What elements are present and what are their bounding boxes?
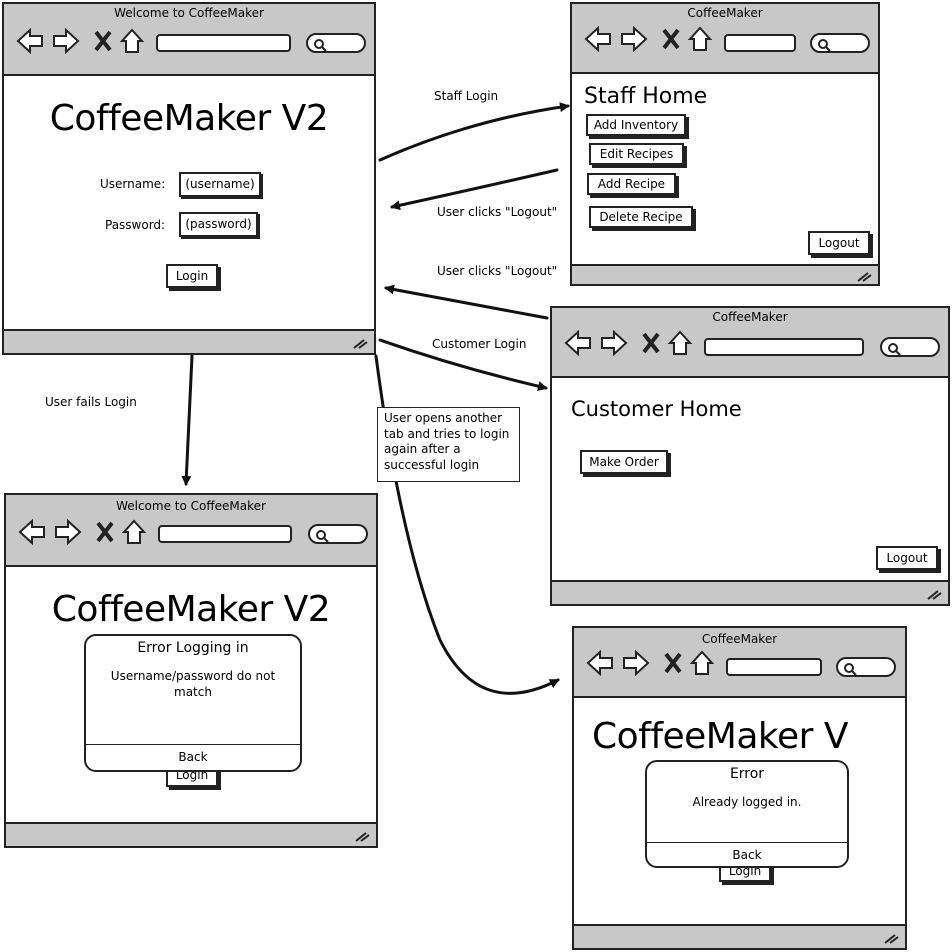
browser-toolbar: CoffeeMaker: [574, 628, 905, 698]
status-bar: [574, 924, 905, 948]
address-bar[interactable]: [724, 34, 796, 52]
staff-login-label: Staff Login: [434, 89, 499, 103]
search-box[interactable]: [880, 337, 940, 357]
resize-grip-icon[interactable]: [352, 336, 368, 350]
window-title: CoffeeMaker: [712, 310, 788, 324]
logout-from-staff-label: User clicks "Logout": [437, 205, 558, 219]
resize-grip-icon[interactable]: [354, 829, 370, 843]
status-bar: [4, 329, 374, 353]
password-label: Password:: [105, 218, 166, 232]
search-icon: [316, 530, 329, 543]
window-title: CoffeeMaker: [701, 632, 778, 646]
make-order-button[interactable]: Make Order: [580, 450, 668, 474]
back-button[interactable]: Back: [732, 848, 762, 862]
close-x-icon[interactable]: [96, 521, 114, 543]
search-box[interactable]: [308, 524, 368, 544]
back-arrow-icon[interactable]: [16, 27, 43, 55]
dialog-title: Error Logging in: [137, 640, 249, 656]
browser-toolbar: Welcome to CoffeeMaker: [4, 4, 374, 76]
dialog-title: Error: [729, 766, 765, 782]
arrow-staff-login: [378, 102, 570, 162]
close-x-icon[interactable]: [642, 332, 660, 354]
back-arrow-icon[interactable]: [18, 518, 45, 546]
customer-login-label: Customer Login: [432, 337, 527, 351]
forward-arrow-icon[interactable]: [53, 27, 80, 55]
search-icon: [888, 343, 901, 356]
customer-home-window: CoffeeMaker Customer Home Make Order Log…: [550, 306, 950, 606]
browser-toolbar: CoffeeMaker: [572, 4, 878, 74]
login-error-window: Welcome to CoffeeMaker CoffeeMaker V2 Lo…: [4, 493, 378, 848]
dialog-message: Already logged in.: [692, 795, 802, 809]
back-button[interactable]: Back: [178, 750, 208, 764]
resize-grip-icon[interactable]: [926, 587, 942, 601]
search-icon: [844, 663, 857, 676]
address-bar[interactable]: [156, 34, 291, 52]
fails-login-label: User fails Login: [45, 395, 137, 409]
arrow-fails-login: [181, 354, 194, 486]
status-bar: [552, 580, 948, 604]
forward-arrow-icon[interactable]: [623, 649, 650, 677]
browser-toolbar: CoffeeMaker: [552, 308, 948, 378]
forward-arrow-icon[interactable]: [601, 329, 628, 357]
username-field[interactable]: (username): [179, 172, 261, 197]
page-heading: CoffeeMaker V2: [51, 589, 331, 630]
logout-from-customer-label: User clicks "Logout": [437, 264, 558, 278]
login-window: Welcome to CoffeeMaker CoffeeMaker V2 Us…: [2, 2, 376, 355]
page-heading: Customer Home: [571, 397, 742, 421]
arrow-customer-login: [378, 338, 548, 392]
home-icon[interactable]: [689, 650, 715, 675]
resize-grip-icon[interactable]: [856, 269, 872, 283]
search-box[interactable]: [836, 657, 896, 677]
already-logged-in-window: CoffeeMaker CoffeeMaker V Login Error Al…: [572, 626, 907, 950]
add-inventory-button[interactable]: Add Inventory: [586, 114, 686, 136]
dialog-divider: [647, 842, 847, 843]
window-title: Welcome to CoffeeMaker: [116, 499, 266, 513]
dialog-message: Username/password do not match: [110, 669, 276, 699]
error-dialog: Error Already logged in. Back: [645, 760, 849, 868]
error-dialog: Error Logging in Username/password do no…: [84, 634, 302, 772]
dialog-divider: [86, 744, 300, 745]
login-button[interactable]: Login: [166, 264, 218, 288]
home-icon[interactable]: [121, 519, 147, 544]
address-bar[interactable]: [726, 658, 822, 676]
close-x-icon[interactable]: [664, 652, 682, 674]
username-label: Username:: [100, 177, 166, 191]
edit-recipes-button[interactable]: Edit Recipes: [589, 143, 684, 165]
search-icon: [818, 39, 831, 52]
search-box[interactable]: [306, 33, 366, 53]
arrow-logout-from-customer: [384, 284, 549, 320]
page-heading: Staff Home: [584, 84, 708, 109]
forward-arrow-icon[interactable]: [621, 25, 648, 53]
forward-arrow-icon[interactable]: [55, 518, 82, 546]
status-bar: [6, 822, 376, 846]
back-arrow-icon[interactable]: [564, 329, 591, 357]
page-heading: CoffeeMaker V2: [49, 98, 329, 139]
home-icon[interactable]: [687, 26, 713, 51]
home-icon[interactable]: [667, 330, 693, 355]
delete-recipe-button[interactable]: Delete Recipe: [589, 206, 693, 228]
logout-button[interactable]: Logout: [808, 231, 870, 255]
close-x-icon[interactable]: [662, 28, 680, 50]
search-box[interactable]: [810, 33, 870, 53]
home-icon[interactable]: [119, 28, 145, 53]
back-arrow-icon[interactable]: [586, 649, 613, 677]
address-bar[interactable]: [158, 525, 292, 543]
window-title: CoffeeMaker: [687, 6, 763, 20]
resize-grip-icon[interactable]: [883, 931, 899, 945]
page-heading: CoffeeMaker V: [592, 716, 849, 757]
password-field[interactable]: (password): [179, 212, 258, 237]
status-bar: [572, 264, 878, 284]
logout-button[interactable]: Logout: [876, 546, 938, 570]
close-x-icon[interactable]: [94, 30, 112, 52]
add-recipe-button[interactable]: Add Recipe: [587, 173, 676, 195]
browser-toolbar: Welcome to CoffeeMaker: [6, 495, 376, 567]
arrow-logout-from-staff: [390, 168, 559, 211]
window-title: Welcome to CoffeeMaker: [114, 6, 264, 20]
back-arrow-icon[interactable]: [584, 25, 611, 53]
another-tab-note: User opens another tab and tries to logi…: [377, 407, 520, 482]
search-icon: [314, 39, 327, 52]
staff-home-window: CoffeeMaker Staff Home Add Inventory Edi…: [570, 2, 880, 286]
address-bar[interactable]: [704, 338, 864, 356]
